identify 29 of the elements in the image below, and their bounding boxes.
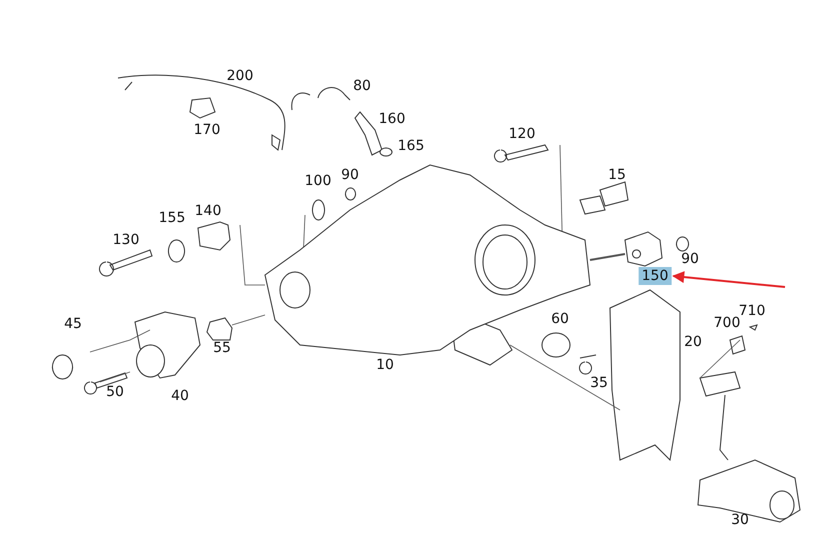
highlighted-callout-number: 150 [638,267,672,285]
callout-number: 35 [590,375,608,391]
differential-housing-drawing [264,164,591,356]
callout-number: 50 [106,384,124,400]
callout-number: 15 [608,167,626,183]
alignment-line [590,253,626,261]
callout-number: 200 [226,68,254,84]
callout-number: 100 [304,173,332,189]
callout-number: 120 [508,126,536,142]
callout-number: 60 [551,311,569,327]
callout-number: 40 [171,388,189,404]
callout-number: 20 [684,334,702,350]
callout-number: 10 [376,357,394,373]
callout-number: 30 [731,512,749,528]
callout-number: 710 [738,303,766,319]
callout-number: 45 [64,316,82,332]
callout-number: 55 [213,340,231,356]
callout-number: 155 [158,210,186,226]
callout-number: 170 [194,122,220,138]
callout-number: 130 [112,232,140,248]
callout-number: 165 [398,138,424,154]
callout-number: 700 [714,315,740,331]
callout-number: 90 [681,251,699,267]
callout-number: 90 [341,167,359,183]
callout-number: 140 [194,203,222,219]
callout-number: 160 [378,111,406,127]
arrow [672,271,786,288]
callout-number: 80 [353,78,371,94]
bushing-drawing [624,231,663,267]
